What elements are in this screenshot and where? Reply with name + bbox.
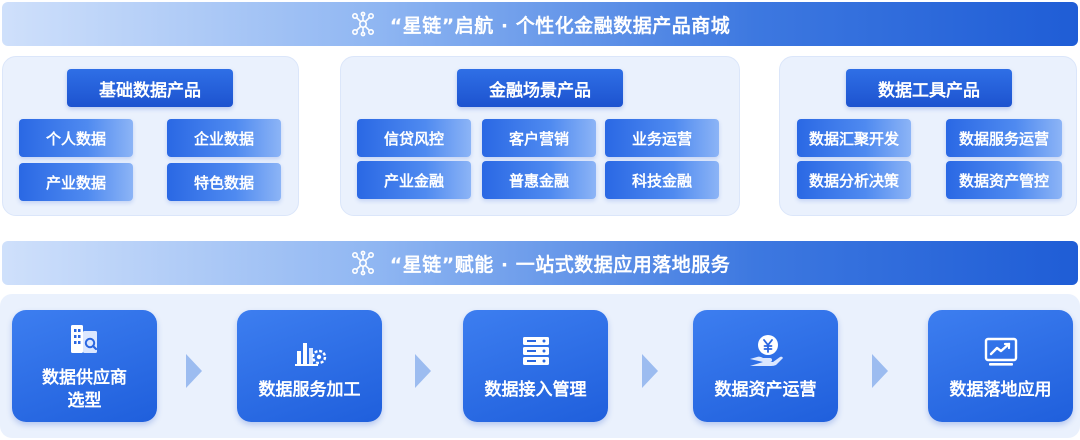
- server-stack-icon: [522, 336, 549, 365]
- service-flow: 数据供应商选型 数据服务加工 数据接入管理: [0, 294, 1080, 438]
- step-card-service-processing[interactable]: 数据服务加工: [237, 310, 382, 422]
- panel-basic-data-products: 基础数据产品 个人数据 企业数据 产业数据 特色数据: [2, 56, 299, 216]
- step-card-asset-operation[interactable]: 数据资产运营: [693, 310, 838, 422]
- panel-title: 金融场景产品: [457, 69, 623, 107]
- network-icon: [351, 250, 374, 276]
- product-chip[interactable]: 科技金融: [605, 161, 719, 199]
- product-chip[interactable]: 数据资产管控: [946, 161, 1062, 199]
- product-chip[interactable]: 普惠金融: [482, 161, 596, 199]
- product-chip[interactable]: 数据分析决策: [797, 161, 911, 199]
- step-label: 数据供应商选型: [42, 368, 127, 411]
- product-chip[interactable]: 客户营销: [482, 119, 596, 157]
- building-search-icon: [70, 325, 97, 353]
- mid-banner-title: “星链”赋能 · 一站式数据应用落地服务: [389, 253, 731, 276]
- step-label: 数据接入管理: [484, 379, 587, 400]
- product-chip[interactable]: 数据服务运营: [946, 119, 1062, 157]
- chevron-right-icon: [872, 354, 888, 388]
- step-label: 数据落地应用: [949, 379, 1052, 400]
- product-chip[interactable]: 数据汇聚开发: [797, 119, 911, 157]
- product-chip[interactable]: 企业数据: [167, 119, 281, 157]
- trend-screen-icon: [984, 337, 1017, 366]
- product-chip[interactable]: 产业金融: [357, 161, 471, 199]
- step-label: 数据资产运营: [714, 379, 817, 400]
- product-chip[interactable]: 特色数据: [167, 163, 281, 201]
- yen-hand-icon: [749, 334, 783, 366]
- product-chip[interactable]: 信贷风控: [357, 119, 471, 157]
- step-card-landing-application[interactable]: 数据落地应用: [928, 310, 1073, 422]
- panel-title: 数据工具产品: [846, 69, 1012, 107]
- network-icon: [351, 11, 374, 37]
- chevron-right-icon: [186, 354, 202, 388]
- chevron-right-icon: [642, 354, 658, 388]
- product-chip[interactable]: 产业数据: [19, 163, 133, 201]
- step-card-access-management[interactable]: 数据接入管理: [463, 310, 608, 422]
- panel-finance-scene-products: 金融场景产品 信贷风控 客户营销 业务运营 产业金融 普惠金融 科技金融: [340, 56, 740, 216]
- top-banner: “星链”启航 · 个性化金融数据产品商城: [2, 2, 1078, 46]
- product-chip[interactable]: 业务运营: [605, 119, 719, 157]
- step-label: 数据服务加工: [258, 379, 361, 400]
- panel-data-tool-products: 数据工具产品 数据汇聚开发 数据服务运营 数据分析决策 数据资产管控: [779, 56, 1077, 216]
- panel-title: 基础数据产品: [67, 69, 233, 107]
- mid-banner: “星链”赋能 · 一站式数据应用落地服务: [2, 241, 1078, 285]
- product-chip[interactable]: 个人数据: [19, 119, 133, 157]
- chart-gear-icon: [294, 342, 326, 366]
- top-banner-title: “星链”启航 · 个性化金融数据产品商城: [389, 14, 731, 37]
- chevron-right-icon: [415, 354, 431, 388]
- step-card-supplier-selection[interactable]: 数据供应商选型: [12, 310, 157, 422]
